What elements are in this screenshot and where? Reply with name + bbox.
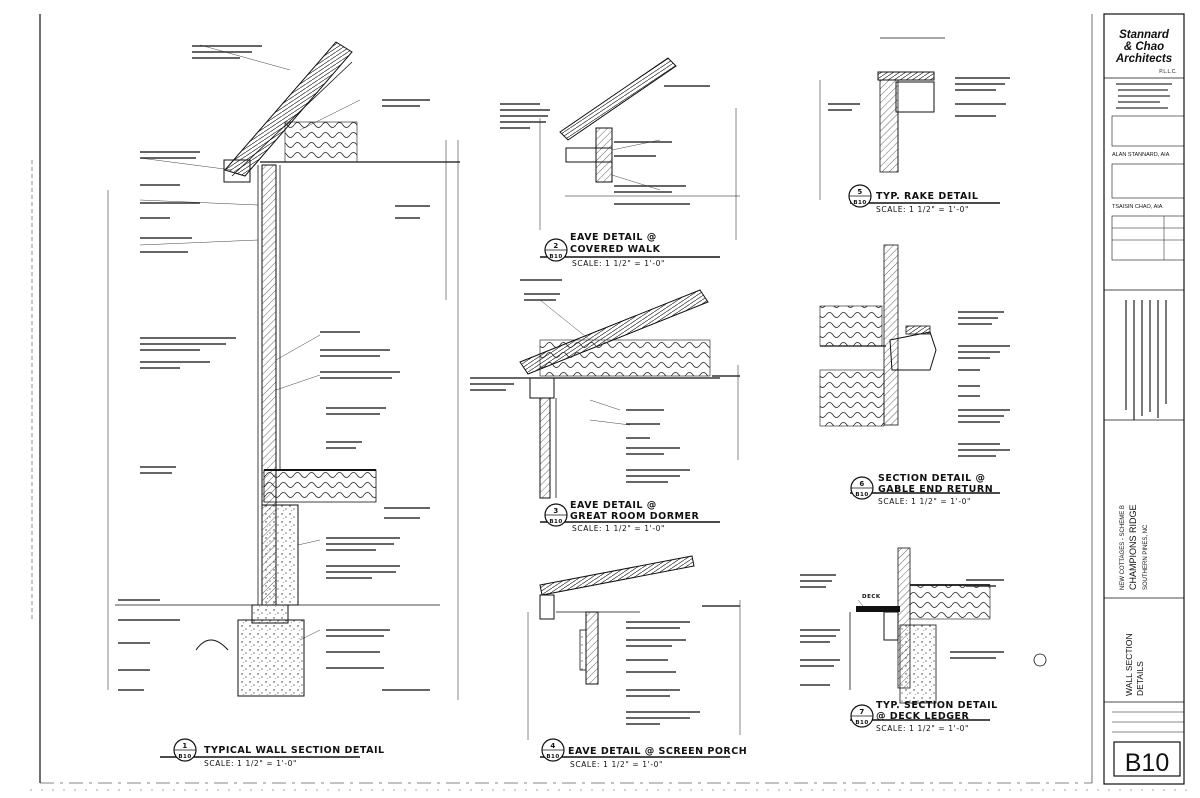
detail-7-title-line2: @ DECK LEDGER [876,711,970,722]
detail-5-rake-detail: 5 B10 TYP. RAKE DETAIL SCALE: 1 1/2" = 1… [819,37,1010,214]
detail-5-number: 5 [857,188,862,196]
detail-6-title-line2: GABLE END RETURN [878,484,993,495]
detail-3-title-line1: EAVE DETAIL @ [570,500,657,511]
detail-7-number: 7 [859,708,864,716]
detail-1-scale: SCALE: 1 1/2" = 1'-0" [204,759,297,768]
detail-6-gable-end-return: 6 B10 SECTION DETAIL @ GABLE END RETURN … [819,244,1010,506]
detail-2-number: 2 [553,242,558,250]
detail-3-eave-dormer: 3 B10 EAVE DETAIL @ GREAT ROOM DORMER SC… [470,279,740,533]
detail-5-title: TYP. RAKE DETAIL [876,191,978,202]
project-name: CHAMPIONS RIDGE [1128,504,1138,590]
project-subtitle: NEW COTTAGES - SCHEME B [1120,505,1126,590]
detail-6-title-line1: SECTION DETAIL @ [878,473,986,484]
detail-3-number: 3 [553,507,558,515]
detail-7-sheet: B10 [855,720,868,726]
firm-name-line1: Stannard [1119,29,1170,41]
detail-4-eave-screen-porch: 4 B10 EAVE DETAIL @ SCREEN PORCH SCALE: … [527,555,747,769]
detail-7-deck-ledger: DECK 7 B10 TYP. SECTION DETAIL @ DECK LE… [800,547,1047,733]
detail-6-sheet: B10 [855,492,868,498]
detail-5-scale: SCALE: 1 1/2" = 1'-0" [876,205,969,214]
detail-4-scale: SCALE: 1 1/2" = 1'-0" [570,760,663,769]
sheet-title-line1: WALL SECTION [1124,633,1134,696]
sheet-title-line2: DETAILS [1135,661,1145,696]
firm-suffix: P.L.L.C. [1159,69,1176,75]
detail-6-scale: SCALE: 1 1/2" = 1'-0" [878,497,971,506]
detail-2-title-line2: COVERED WALK [570,244,661,255]
detail-1-number: 1 [182,742,187,750]
sheet-number: B10 [1125,749,1169,777]
detail-3-scale: SCALE: 1 1/2" = 1'-0" [572,524,665,533]
detail-2-scale: SCALE: 1 1/2" = 1'-0" [572,259,665,268]
sheet-border [30,14,1190,791]
detail-5-sheet: B10 [853,200,866,206]
architect-1: ALAN STANNARD, AIA [1112,152,1170,158]
detail-4-number: 4 [550,742,555,750]
firm-name-line2: & Chao [1124,41,1164,53]
title-block: Stannard & Chao Architects P.L.L.C. ALAN… [1103,13,1185,785]
firm-name-line3: Architects [1115,53,1172,65]
detail-1-wall-section: 1 B10 TYPICAL WALL SECTION DETAIL SCALE:… [107,41,460,768]
detail-7-title-line1: TYP. SECTION DETAIL [876,700,998,711]
detail-4-sheet: B10 [546,754,559,760]
project-location: SOUTHERN PINES, NC [1143,524,1149,590]
architect-2: TSAISIN CHAO, AIA [1112,204,1163,210]
detail-2-title-line1: EAVE DETAIL @ [570,232,657,243]
detail-6-number: 6 [859,480,864,488]
detail-4-title: EAVE DETAIL @ SCREEN PORCH [568,746,747,757]
detail-2-sheet: B10 [549,254,562,260]
detail-2-eave-covered-walk: 2 B10 EAVE DETAIL @ COVERED WALK SCALE: … [500,57,740,268]
detail-3-title-line2: GREAT ROOM DORMER [570,511,699,522]
detail-1-title: TYPICAL WALL SECTION DETAIL [204,745,385,756]
detail-3-sheet: B10 [549,519,562,525]
detail-7-scale: SCALE: 1 1/2" = 1'-0" [876,724,969,733]
detail-1-sheet: B10 [178,754,191,760]
deck-label: DECK [862,594,881,600]
